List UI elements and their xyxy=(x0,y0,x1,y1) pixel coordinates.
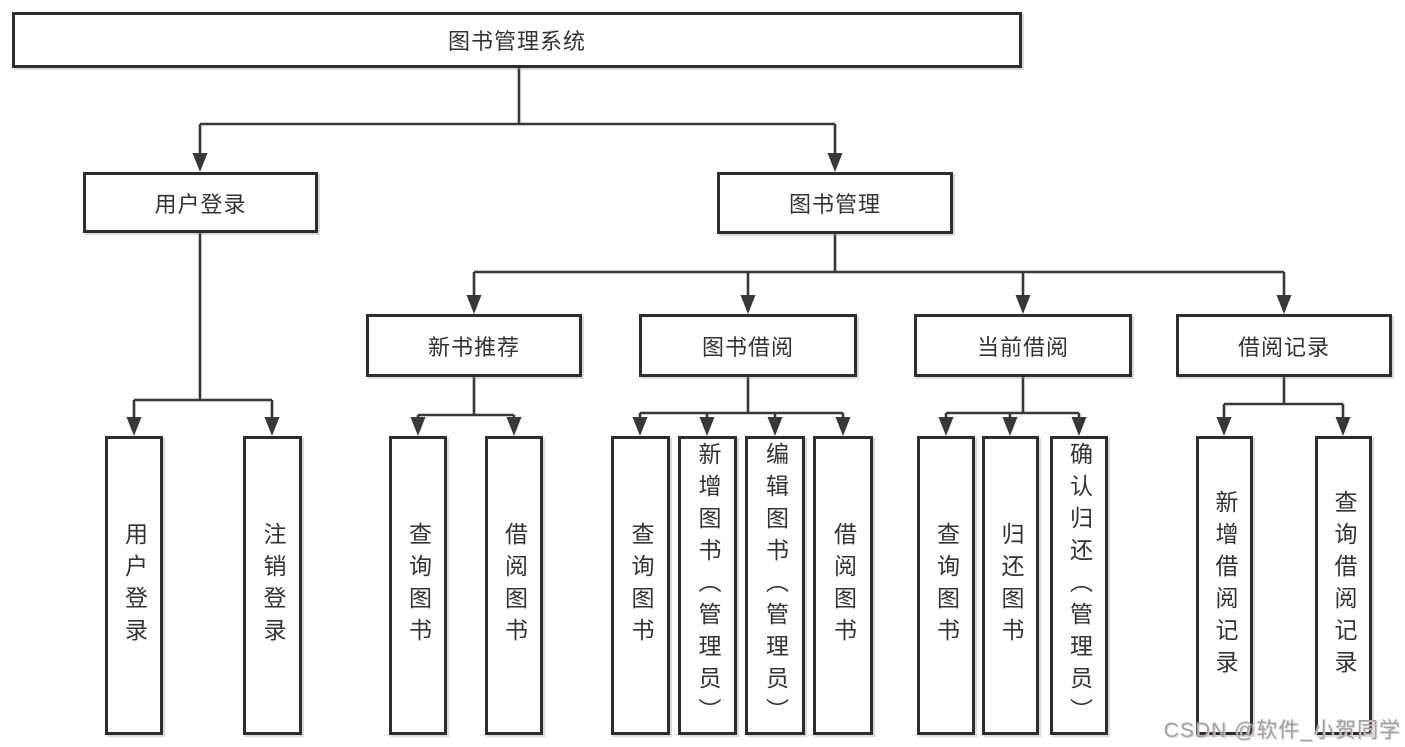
node-label: 查询图书 xyxy=(628,521,654,650)
node-root-system: 图书管理系统 xyxy=(12,12,1022,68)
connector-root xyxy=(192,67,843,172)
node-label: 借阅记录 xyxy=(1237,334,1330,360)
leaf-user-login: 用户登录 xyxy=(105,436,163,735)
connector-current-borrowing xyxy=(938,377,1087,436)
watermark: CSDN @软件_小贺同学 xyxy=(1163,719,1401,742)
node-current-borrowing: 当前借阅 xyxy=(914,314,1132,377)
connector-book-borrowing xyxy=(632,377,851,436)
node-label: 图书管理系统 xyxy=(447,29,586,54)
node-borrow-records: 借阅记录 xyxy=(1176,314,1392,377)
node-label: 图书借阅 xyxy=(701,334,794,360)
leaf-query-books-borrowing: 查询图书 xyxy=(611,436,670,735)
node-label: 归还图书 xyxy=(998,521,1024,650)
leaf-edit-books-admin: 编辑图书（管理员） xyxy=(745,436,805,735)
leaf-confirm-return-admin: 确认归还（管理员） xyxy=(1050,436,1108,735)
node-label: 查询借阅记录 xyxy=(1331,489,1357,682)
node-label: 编辑图书（管理员） xyxy=(762,441,789,730)
node-user-login: 用户登录 xyxy=(83,172,318,233)
connector-user-login xyxy=(126,233,280,436)
leaf-borrow-books-recommend: 借阅图书 xyxy=(485,436,543,735)
node-label: 当前借阅 xyxy=(976,334,1069,360)
node-label: 查询图书 xyxy=(405,521,432,650)
leaf-add-borrow-record: 新增借阅记录 xyxy=(1196,436,1253,735)
leaf-query-books-current: 查询图书 xyxy=(917,436,975,735)
node-label: 借阅图书 xyxy=(830,521,857,650)
leaf-return-books: 归还图书 xyxy=(982,436,1039,735)
node-new-book-recommend: 新书推荐 xyxy=(366,314,582,377)
connector-new-book-recommend xyxy=(410,377,522,436)
node-label: 借阅图书 xyxy=(501,521,528,650)
connector-book-management xyxy=(466,233,1292,314)
node-label: 新增图书（管理员） xyxy=(695,441,721,730)
node-label: 图书管理 xyxy=(788,192,881,217)
node-label: 注销登录 xyxy=(260,521,286,650)
leaf-borrow-books-borrowing: 借阅图书 xyxy=(813,436,873,735)
node-label: 新书推荐 xyxy=(427,334,520,360)
leaf-query-books-recommend: 查询图书 xyxy=(389,436,447,735)
node-book-borrowing: 图书借阅 xyxy=(639,314,857,377)
node-label: 新增借阅记录 xyxy=(1212,489,1238,682)
node-label: 确认归还（管理员） xyxy=(1066,441,1093,730)
node-label: 用户登录 xyxy=(154,191,247,217)
leaf-add-books-admin: 新增图书（管理员） xyxy=(678,436,737,735)
leaf-logout: 注销登录 xyxy=(243,436,302,735)
leaf-query-borrow-record: 查询借阅记录 xyxy=(1315,436,1372,735)
node-label: 查询图书 xyxy=(933,521,960,650)
node-book-management: 图书管理 xyxy=(717,172,953,234)
connector-borrow-records xyxy=(1216,377,1351,436)
node-label: 用户登录 xyxy=(121,521,148,650)
